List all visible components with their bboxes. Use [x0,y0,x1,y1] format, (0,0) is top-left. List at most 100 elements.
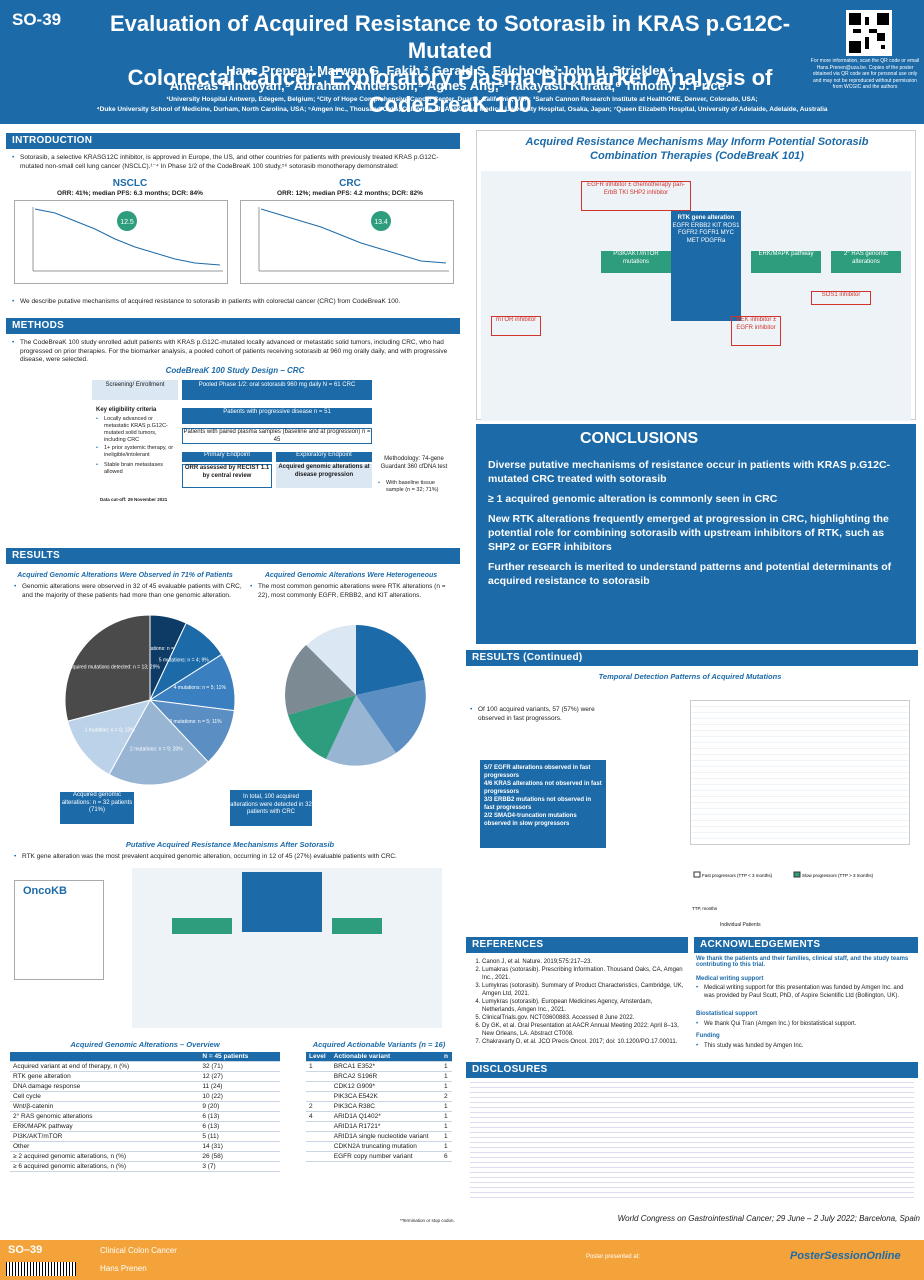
oncokb-box: OncoKB [14,880,104,980]
table-cell: 1 [441,1141,452,1152]
table-cell: Cell cycle [10,1091,200,1102]
callout-acquired: Acquired genomic alterations: n = 32 pat… [60,792,134,824]
table-cell: ARID1A single nucleotide variant [330,1131,442,1142]
pie-label: No acquired mutations detected: n = 13; … [60,665,160,671]
qr-note: For more information, scan the QR code o… [810,58,920,90]
criterion-2: 1+ prior systemic therapy, or ineligible… [96,445,176,459]
ack-fund: Funding [696,1033,720,1039]
mtor-inhibitor-box: mTOR inhibitor [491,316,541,336]
results-bullet-3: RTK gene alteration was the most prevale… [14,853,454,862]
legend-swatch [793,871,801,878]
erk-mapk-box: ERK/MAPK pathway [751,251,821,273]
erk-box [332,918,382,934]
nsclc-km-plot: 12.5 [14,200,228,284]
ttp-ylabel: TTP, months [692,906,718,911]
methodology: Methodology: 74-gene Guardant 360 cfDNA … [380,456,448,470]
table-cell: 1 [441,1131,452,1142]
table-cell: 12 (27) [199,1071,280,1082]
table-cell: DNA damage response [10,1081,200,1092]
overview-header-n: N = 45 patients [199,1052,280,1062]
affiliations: ¹University Hospital Antwerp, Edegem, Be… [96,96,828,113]
pd-box: Patients with progressive disease n = 51 [182,408,372,424]
egfr-inhibitor-box: EGFR inhibitor ± chemotherapy pan-ErbB T… [581,181,691,211]
putative-mechanism-diagram [132,868,442,1028]
pie-label: 2 mutations: n = 9; 20% [130,747,183,753]
results-bullet-2: The most common genomic alterations were… [250,583,455,600]
table-cell: Other [10,1141,200,1152]
header-level: Level [306,1052,331,1062]
table-cell: 1 [441,1111,452,1122]
callout-total: In total, 100 acquired alterations were … [230,790,312,826]
table-cell: 9 (20) [199,1101,280,1112]
table-cell: ARID1A R1721* [330,1121,442,1132]
table-cell: ERK/MAPK pathway [10,1121,200,1132]
ras-secondary-box: 2° RAS genomic alterations [831,251,901,273]
table-row: ≥ 2 acquired genomic alterations, n (%)2… [10,1151,280,1162]
reference-item: Chakravarty D, et al. JCO Precis Oncol. … [482,1038,684,1046]
table-cell: ≥ 6 acquired genomic alterations, n (%) [10,1161,200,1172]
rtk-box [242,872,322,932]
table-cell: PI3K/AKT/mTOR [10,1131,200,1142]
reference-item: Lumakras (sotorasib). Prescribing Inform… [482,966,684,982]
table-cell [306,1091,331,1102]
legend-label: Fast progressors (TTP < 3 months) [702,873,773,878]
ack-mw-text: Medical writing support for this present… [696,985,914,1000]
pie-label: ≥ 6 mutations: n = 3; 7% [134,646,189,652]
table-cell: 6 (13) [199,1121,280,1132]
barcode [6,1262,76,1276]
qr-code[interactable] [846,10,892,56]
reference-item: Lumykras (sotorasib). Summary of Product… [482,982,684,998]
primary-endpoint: Primary Endpoint [182,452,272,462]
temporal-bullet: Of 100 acquired variants, 57 (57%) were … [470,706,600,723]
table-cell: CDK12 G909* [330,1081,442,1092]
table-row: CDK12 G909*1 [306,1081,452,1092]
table-cell [306,1071,331,1082]
pooled-box: Pooled Phase 1/2: oral sotorasib 960 mg … [182,380,372,400]
results-cont-heading: RESULTS (Continued) [466,650,918,666]
legend-swatch [693,871,701,878]
ttp-bar-chart: Fast progressors (TTP < 3 months)Slow pr… [692,871,874,911]
pie-label: 3 mutations: n = 5; 11% [169,719,222,725]
mek-inhibitor-box: MEK inhibitor ± EGFR inhibitor [731,316,781,346]
table-cell: 26 (58) [199,1151,280,1162]
reference-item: Canon J, et al. Nature. 2019;575:217–23. [482,958,684,966]
exploratory-endpoint: Exploratory Endpoint [276,452,372,462]
ack-bio-text: We thank Qui Tran (Amgen Inc.) for biost… [696,1020,914,1029]
ack-heading: ACKNOWLEDGEMENTS [694,937,918,953]
pie-slice [67,699,151,776]
pie-alteration-types [285,625,426,766]
ack-thanks: We thank the patients and their families… [696,956,909,968]
table-cell: 2 [441,1091,452,1102]
actionable-title: Acquired Actionable Variants (n = 16) [312,1040,446,1049]
table-cell: 1 [441,1071,452,1082]
ack-bio: Biostatistical support [696,1011,758,1017]
table-cell: 2° RAS genomic alterations [10,1111,200,1122]
sos1-inhibitor-box: SOS1 inhibitor [811,291,871,305]
mechanism-title: Acquired Resistance Mechanisms May Infor… [525,136,869,162]
authors: Hans Prenen,¹ Marwan G. Fakih,² Gerald S… [169,63,731,93]
reference-item: Dy GK, et al. Oral Presentation at AACR … [482,1022,684,1038]
table-cell: 14 (31) [199,1141,280,1152]
ack-mw: Medical writing support [696,976,764,982]
table-row: Acquired variant at end of therapy, n (%… [10,1061,280,1072]
methods-heading: METHODS [6,318,460,334]
pie-slice [64,614,151,722]
paired-box: Patients with paired plasma samples (bas… [182,428,372,444]
baseline-sample: With baseline tissue sample (n = 32; 71%… [378,480,452,494]
results-sub-1: Acquired Genomic Alterations Were Observ… [17,572,233,579]
table-cell: 11 (24) [199,1081,280,1092]
reference-item: Lumykras (sotorasib). European Medicines… [482,998,684,1014]
table-cell: 1 [306,1061,331,1072]
actionable-note: *Termination or stop codon. [400,1218,455,1223]
overview-header-blank [10,1052,200,1062]
